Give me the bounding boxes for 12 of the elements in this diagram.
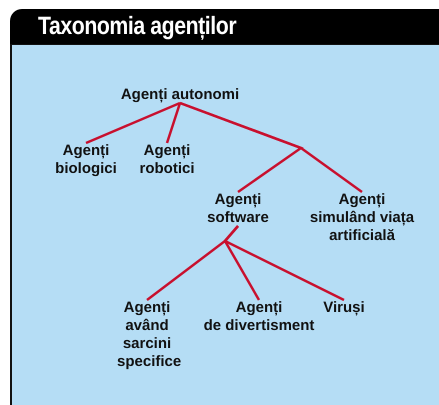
category-label: Agenți robotici — [132, 142, 202, 178]
tree-branch-line — [223, 225, 345, 302]
title: Taxonomia agenților — [38, 12, 236, 41]
category-label: Agenți software — [198, 191, 278, 227]
category-label: Viruși — [314, 299, 374, 317]
category-label: Agenți autonomi — [105, 86, 255, 104]
tree-branch-line — [180, 102, 363, 194]
category-label: Agenți de divertisment — [202, 299, 316, 335]
tree-branch-line — [86, 102, 180, 144]
tree-branch-line — [166, 102, 182, 144]
category-label: Agenți simulând viața artificială — [307, 191, 417, 245]
category-label: Agenți biologici — [51, 142, 121, 178]
